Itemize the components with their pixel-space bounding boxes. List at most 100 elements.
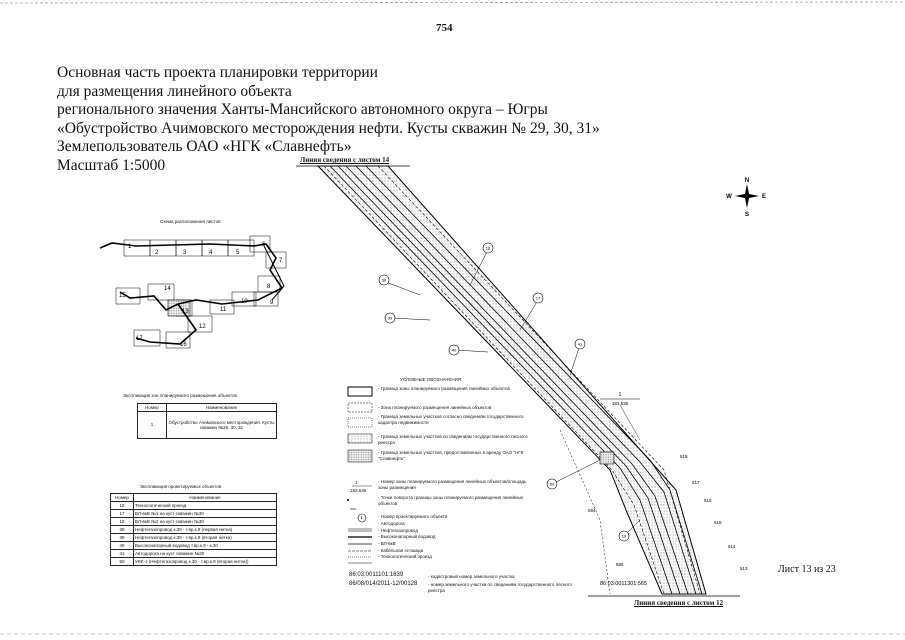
scheme-label-6: 6 [262,242,266,248]
scheme-label-7: 7 [279,258,283,264]
legend-item-turning-points: - Точки поворота границы зоны планируемо… [378,495,523,506]
object-circle-40 [448,344,460,356]
legend-item-zone-boundary: - Граница зоны планируемого размещения л… [378,386,510,391]
object-circle-38 [378,274,390,286]
project-explication-title: Экспликация проектируемых объектов [140,484,222,489]
match-line-bottom-label: Линия сведения с листом 12 [634,599,724,607]
legend-cadastral-2: 86/08/014/2011-12/00128 [349,581,418,587]
scheme-label-14: 14 [164,286,171,292]
parcel-boundary [559,429,611,595]
legend-title: УСЛОВНЫЕ ОБОЗНАЧЕНИЯ: [400,377,463,382]
scan-edge-top [0,1,905,4]
north-arrow-icon: N S W E [726,178,766,218]
title-line-1: Основная часть проекта планировки террит… [57,64,378,81]
table-row: 1 Обустройство Ачимовского месторождения… [137,411,277,439]
scheme-label-10: 10 [241,299,248,305]
title-block: Основная часть проекта планировки террит… [57,64,600,175]
scheme-label-15: 15 [119,293,126,299]
compass-s: S [745,212,749,218]
point-584: 584 [588,508,596,513]
object-circle-17 [532,292,544,304]
point-514: 514 [728,544,736,549]
scheme-label-17: 17 [136,336,143,342]
row-name: Технологический проезд [133,501,277,510]
zone-area: 183.536 [612,401,629,406]
scheme-sheet-7 [265,251,287,269]
powerline [365,165,703,595]
pipeline-line-1 [337,165,681,595]
row-name: УКЕ-1 (Нефтегазопровод к.30 - т.вр.к.9 (… [133,557,277,566]
scheme-label-16: 16 [180,342,187,348]
circle-label-19: 19 [622,534,627,539]
zone-explication-table: Номер Наименование 1 Обустройство Ачимов… [137,403,277,439]
legend-item-road: - Автодорога [378,521,405,526]
legend-item-zone: - Зона планируемого размещения линейных … [378,405,492,410]
object-circle-41 [574,338,586,350]
scheme-sheet-5 [227,239,255,257]
legend-item-cable-rack: - Кабельная эстакада [378,548,424,553]
legend-cadastral-2-desc: - номер земельного участка по сведениям … [428,582,572,593]
scheme-sheet-6 [249,235,271,253]
row-number: 17 [110,509,134,518]
legend-item-oil-pipeline: - Нефтегазопровод [378,528,418,533]
circle-label-40: 40 [452,348,457,353]
zone-number: 1 [619,392,622,398]
road-line-1 [329,165,673,595]
point-515: 515 [714,520,722,525]
legend-item-tech-road: - Технологический проезд [378,554,432,559]
scheme-sheet-17 [133,329,161,347]
scheme-sheet-2 [149,239,177,257]
legend-cadastral-1: 86:03:0011101:1639 [349,572,404,578]
compass-w: W [726,194,732,200]
row-name: Автодорога на куст скважин №30 [133,549,277,558]
header-number: Номер [110,493,134,502]
scheme-sheet-15 [115,287,141,305]
legend-item-object-number: - Номер проектируемого объекта [378,514,448,519]
row-number: 41 [110,549,134,558]
object-circle-39 [384,312,396,324]
scheme-sheet-3 [175,239,203,257]
scheme-sheet-12 [187,315,213,333]
title-line-6: Масштаб 1:5000 [57,156,166,174]
header-name: Наименование [166,403,277,412]
legend-item-powerline: - ВЛ-6кВ [378,541,396,546]
row-name: ВЛ-6кВ №1 на куст скважин №30 [133,509,277,518]
title-line-2: для размещения линейного объекта [57,82,292,100]
object-circle-50 [546,478,558,490]
scheme-label-9: 9 [270,300,274,306]
point-517: 517 [692,480,700,485]
circle-label-50: 50 [550,482,555,487]
circle-label-17: 17 [536,296,541,301]
legend-item-zone-number: - Номер зоны планируемого размещения лин… [378,479,527,490]
object-circle-19 [618,530,630,542]
zone-corridor [316,165,707,595]
scheme-label-5: 5 [236,250,240,256]
compass-e: E [762,194,766,200]
boundary-dashed-left [323,165,665,595]
row-number: 40 [110,541,134,550]
row-number: 19 [110,501,134,510]
object-circle-18 [482,242,494,254]
scheme-label-8: 8 [267,284,271,290]
scheme-label-12: 12 [199,324,206,330]
table-header-row: Номер Наименование [137,403,277,412]
scheme-label-1: 1 [128,244,132,250]
legend-item-lease-boundary: - Граница земельных участков, предоставл… [378,450,524,461]
uke-site [599,451,615,465]
cadastral-top: 86:03:0011301:565 [600,581,647,587]
boundary-dashed-right [377,165,701,595]
row-name: ВЛ-6кВ №2 на куст скважин №30 [133,517,277,526]
scheme-sheet-9 [253,291,279,307]
row-number: 50 [110,557,134,566]
table-header-row: Номер Наименование [110,493,277,502]
scheme-label-11: 11 [220,307,227,313]
legend-item-cadastral-boundary: - Граница земельных участков согласно св… [378,414,524,425]
match-line-top-label: Линия сведения с листом 14 [300,156,390,164]
scheme-sheet-4 [201,239,229,257]
zone-row-name: Обустройство Ачимовского месторождения. … [166,411,277,439]
